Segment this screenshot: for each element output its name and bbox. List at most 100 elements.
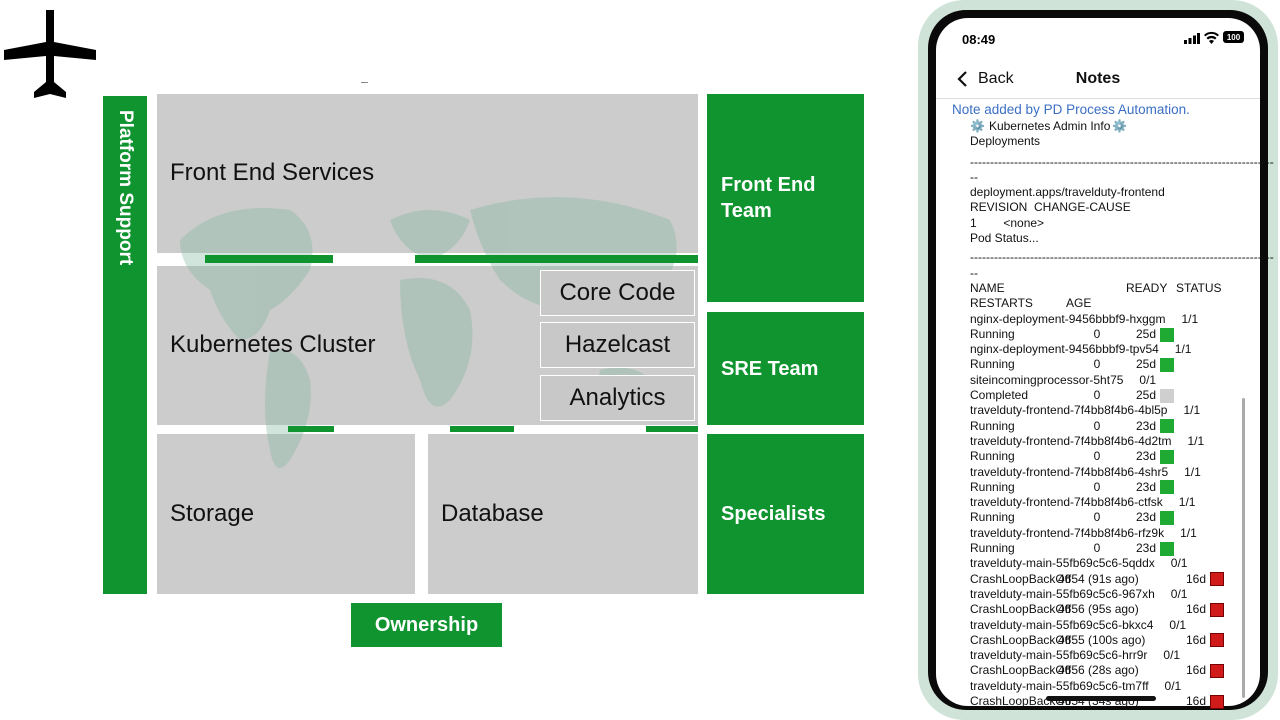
grey-status-indicator-icon xyxy=(1160,388,1175,403)
pod-name-row: travelduty-main-55fb69c5c6-967xh 0/1 xyxy=(970,587,1252,602)
pod-name: travelduty-main-55fb69c5c6-5qddx xyxy=(970,556,1155,571)
pod-status-row: Running 0 23d xyxy=(970,419,1252,434)
pod-status: Running xyxy=(970,326,1015,341)
pod-restarts: 4656 (95s ago) xyxy=(1058,602,1139,617)
pod-status: CrashLoopBackOff xyxy=(970,693,1072,708)
pod-age: 23d xyxy=(1136,418,1157,433)
nav-bar: Notes Back xyxy=(936,62,1260,99)
pod-status: CrashLoopBackOff xyxy=(970,571,1072,586)
wifi-icon xyxy=(1204,31,1219,44)
grid-highlight xyxy=(288,426,334,432)
green-status-indicator-icon xyxy=(1160,511,1175,526)
front-end-team-label: Front End Team xyxy=(721,174,816,222)
scrollbar[interactable] xyxy=(1242,398,1245,698)
pod-name: travelduty-main-55fb69c5c6-tm7ff xyxy=(970,678,1149,693)
green-status-indicator-icon xyxy=(1160,327,1175,342)
pod-ready: 0/1 xyxy=(1170,586,1188,601)
gear-icon: ⚙️ xyxy=(970,119,985,133)
pod-restarts: 0 xyxy=(1093,541,1101,556)
pod-restarts: 0 xyxy=(1093,418,1101,433)
pod-age: 16d xyxy=(1186,632,1207,647)
pod-name: travelduty-frontend-7f4bb8f4b6-4shr5 xyxy=(970,464,1169,479)
pod-ready: 0/1 xyxy=(1169,617,1187,632)
pod-name: travelduty-main-55fb69c5c6-967xh xyxy=(970,586,1155,601)
green-status-indicator-icon xyxy=(1160,541,1175,556)
header-ready: READY xyxy=(1126,280,1168,295)
pod-status: Running xyxy=(970,479,1015,494)
sre-team-label: SRE Team xyxy=(721,357,819,380)
specialists-label: Specialists xyxy=(721,503,826,525)
green-status-indicator-icon xyxy=(1160,419,1175,434)
pod-age: 16d xyxy=(1186,571,1207,586)
red-status-indicator-icon xyxy=(1210,664,1225,679)
pod-ready: 1/1 xyxy=(1180,525,1197,540)
pod-name: travelduty-frontend-7f4bb8f4b6-4bl5p xyxy=(970,403,1168,418)
back-button[interactable]: Back xyxy=(956,70,1014,88)
pod-name: travelduty-main-55fb69c5c6-bkxc4 xyxy=(970,617,1154,632)
pod-name: travelduty-main-55fb69c5c6-hrr9r xyxy=(970,648,1148,663)
header-age: AGE xyxy=(1066,296,1092,311)
pod-status: CrashLoopBackOff xyxy=(970,663,1072,678)
back-label: Back xyxy=(978,70,1014,87)
admin-title-row: ⚙️ Kubernetes Admin Info ⚙️ xyxy=(970,119,1252,134)
header-status: STATUS xyxy=(1176,280,1222,295)
deployment-name: deployment.apps/travelduty-frontend xyxy=(970,185,1165,200)
separator-line: ----------------------------------------… xyxy=(970,250,1274,265)
pod-table-header-2: RESTARTS AGE xyxy=(970,296,1252,311)
header-restarts: RESTARTS xyxy=(970,296,1033,311)
pod-ready: 1/1 xyxy=(1187,433,1205,448)
pod-name: nginx-deployment-9456bbbf9-hxggm xyxy=(970,311,1166,326)
database-cell xyxy=(428,434,698,594)
hazelcast-box: Hazelcast xyxy=(540,322,695,368)
red-status-indicator-icon xyxy=(1210,633,1225,648)
pod-ready: 0/1 xyxy=(1163,648,1181,663)
decorative-dash xyxy=(361,82,368,83)
platform-support-bar: Platform Support xyxy=(103,96,147,594)
revision-header: REVISION CHANGE-CAUSE xyxy=(970,200,1131,215)
grid-highlight xyxy=(205,255,333,263)
pod-restarts: 0 xyxy=(1093,326,1101,341)
pod-restarts: 0 xyxy=(1093,510,1101,525)
pod-age: 16d xyxy=(1186,693,1207,708)
pod-ready: 1/1 xyxy=(1181,311,1199,326)
grid-highlight xyxy=(450,426,514,432)
phone-frame: 08:49 100 Notes Back xyxy=(918,0,1278,720)
pod-status-row: Completed 0 25d xyxy=(970,388,1252,403)
front-end-services-cell xyxy=(157,94,698,253)
pod-name: travelduty-frontend-7f4bb8f4b6-4d2tm xyxy=(970,433,1172,448)
front-end-team-box: Front End Team xyxy=(707,94,864,302)
gear-icon: ⚙️ xyxy=(1112,119,1128,133)
pod-ready: 0/1 xyxy=(1170,556,1188,571)
home-indicator[interactable] xyxy=(1046,696,1156,701)
battery-level: 100 xyxy=(1226,32,1241,42)
pod-ready: 1/1 xyxy=(1183,403,1201,418)
storage-cell xyxy=(157,434,415,594)
deployments-label: Deployments xyxy=(970,134,1041,149)
pod-age: 16d xyxy=(1186,663,1207,678)
pod-restarts: 0 xyxy=(1093,449,1101,464)
grid-highlight xyxy=(415,255,698,263)
pod-age: 23d xyxy=(1136,541,1157,556)
pod-name-row: travelduty-frontend-7f4bb8f4b6-4d2tm 1/1 xyxy=(970,434,1252,449)
pod-name: siteincomingprocessor-5ht75 xyxy=(970,372,1124,387)
pod-status: Running xyxy=(970,418,1015,433)
chevron-left-icon xyxy=(957,71,967,87)
green-status-indicator-icon xyxy=(1160,480,1175,495)
specialists-box: Specialists xyxy=(707,434,864,594)
status-time: 08:49 xyxy=(962,32,996,47)
pod-name-row: nginx-deployment-9456bbbf9-hxggm 1/1 xyxy=(970,312,1252,327)
status-bar: 08:49 100 xyxy=(936,18,1260,58)
pod-restarts: 4655 (100s ago) xyxy=(1058,632,1146,647)
pod-age: 25d xyxy=(1136,388,1157,403)
pod-restarts: 0 xyxy=(1093,388,1101,403)
pod-status: Completed xyxy=(970,388,1029,403)
